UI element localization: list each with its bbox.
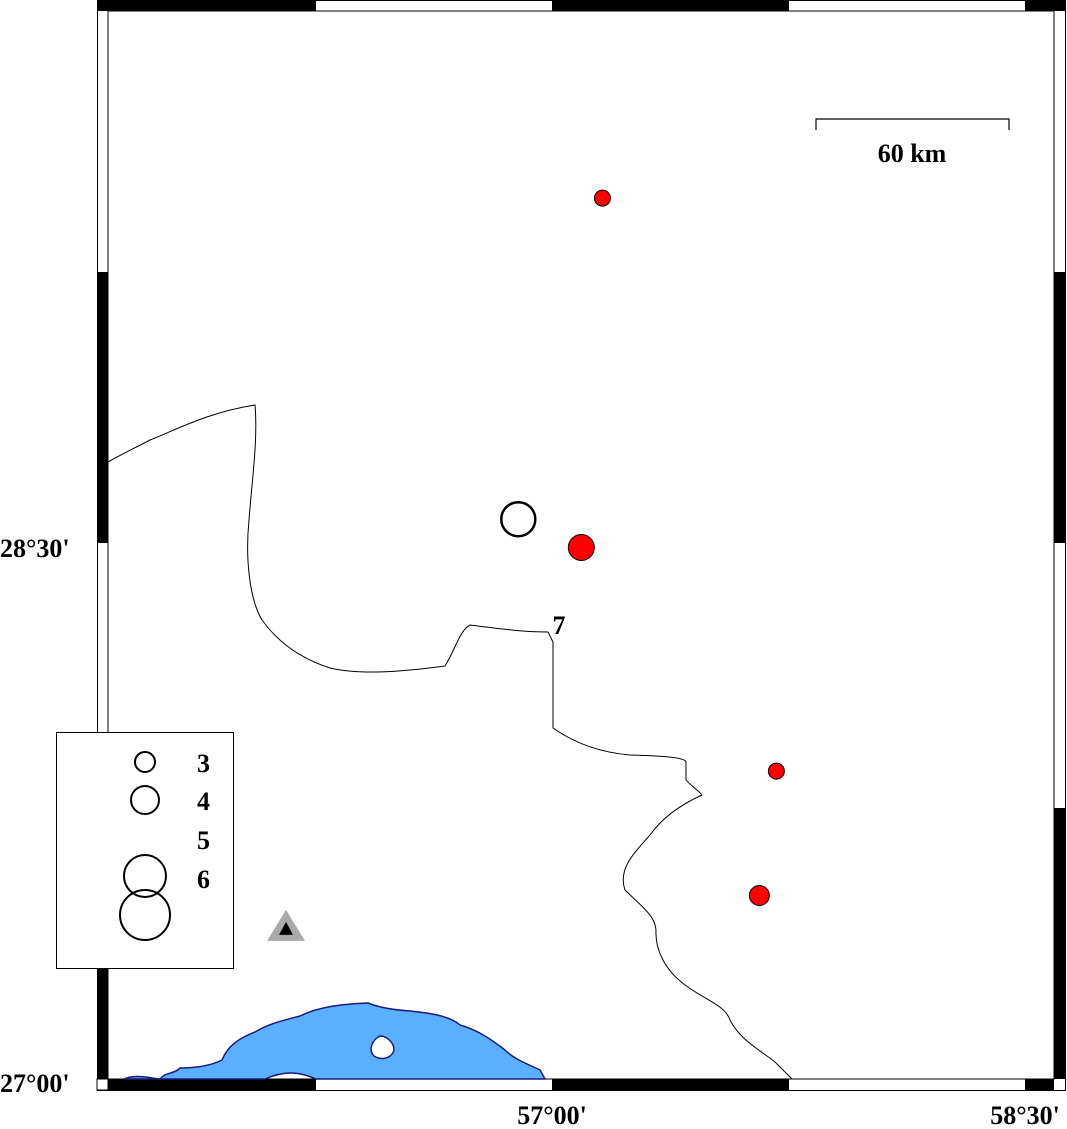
y-tick-label: 27°00'	[0, 1069, 70, 1098]
station-inner-triangle-icon	[279, 921, 294, 935]
event-marker	[593, 189, 611, 207]
x-tick-label: 57°00'	[517, 1101, 587, 1129]
legend-circle-6	[123, 854, 167, 898]
legend-label: 4	[197, 787, 210, 816]
sea-water	[123, 1002, 547, 1080]
legend-label: 3	[197, 749, 210, 778]
y-tick-label: 28°30'	[0, 534, 70, 563]
scale-bar-label: 60 km	[878, 139, 947, 168]
region-label: 7	[553, 611, 566, 640]
legend-circle-4	[130, 785, 160, 815]
event-open-circle	[500, 500, 537, 538]
event-marker	[748, 885, 770, 907]
island	[370, 1035, 395, 1060]
legend-label: 5	[197, 826, 210, 855]
x-tick-label: 58°30'	[990, 1101, 1060, 1129]
legend-circle-3	[134, 751, 156, 773]
event-marker	[567, 534, 595, 562]
boundary-line	[107, 404, 793, 1080]
scale-bar: 60 km	[815, 118, 1010, 168]
legend-circle-7	[119, 889, 171, 941]
legend-label: 6	[197, 865, 210, 894]
event-marker	[767, 762, 785, 780]
legend: 3 4 5 6	[56, 732, 234, 969]
events-layer	[267, 189, 785, 941]
